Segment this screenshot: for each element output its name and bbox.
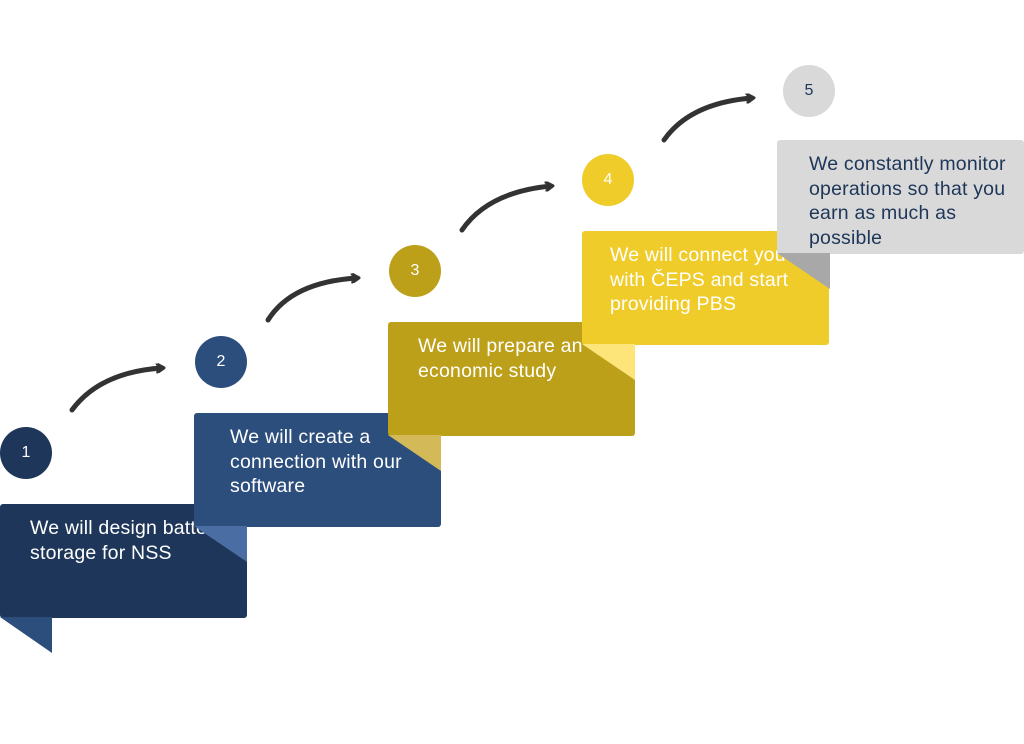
step-3-number-circle: 3 xyxy=(389,245,441,297)
step-1-fold xyxy=(0,617,52,653)
step-5-box: We constantly monitor operations so that… xyxy=(777,140,1024,254)
step-1-text: We will design battery storage for NSS xyxy=(30,517,224,564)
step-5-number: 5 xyxy=(804,82,814,99)
step-4-number: 4 xyxy=(603,171,613,188)
step-5-text: We constantly monitor operations so that… xyxy=(809,153,1006,249)
step-2-text: We will create a connection with our sof… xyxy=(230,426,402,497)
step-5-fold xyxy=(777,253,830,289)
step-2-number: 2 xyxy=(216,353,226,370)
step-1-number-circle: 1 xyxy=(0,427,52,479)
step-4-number-circle: 4 xyxy=(582,154,634,206)
step-3-number: 3 xyxy=(410,262,420,279)
step-3-text: We will prepare an economic study xyxy=(418,335,583,382)
arrow-3-to-4 xyxy=(459,186,551,233)
step-5-number-circle: 5 xyxy=(783,65,835,117)
step-3-fold xyxy=(388,435,441,471)
step-1-number: 1 xyxy=(21,444,31,461)
step-4-fold xyxy=(582,344,635,380)
arrow-1-to-2 xyxy=(69,368,162,413)
step-4-text: We will connect you with ČEPS and start … xyxy=(610,244,789,315)
arrow-4-to-5 xyxy=(661,98,752,143)
step-2-number-circle: 2 xyxy=(195,336,247,388)
arrow-2-to-3 xyxy=(265,278,357,323)
step-2-fold xyxy=(194,526,247,562)
